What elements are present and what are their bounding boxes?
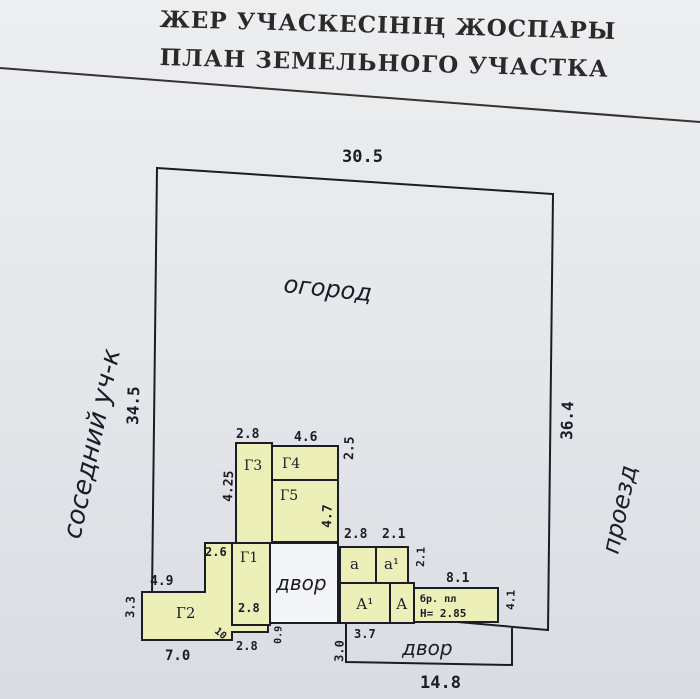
room-A [389, 582, 415, 624]
dim-g5-right: 4.7 [320, 504, 336, 528]
inner-yard [269, 542, 339, 624]
room-label-a: а [350, 555, 359, 573]
room-label-g5: Г5 [280, 488, 298, 504]
room-label-g4: Г4 [282, 456, 300, 472]
dim-annex-right: 4.1 [504, 589, 518, 610]
dim-top-width: 30.5 [342, 147, 383, 167]
yard-boundary [345, 623, 513, 667]
yard-label-outer: двор [401, 636, 453, 660]
dim-a-width: 2.8 [344, 527, 368, 542]
annex-height: Н= 2.85 [420, 607, 466, 620]
room-label-A: А [396, 595, 408, 613]
dim-g2-bottom: 7.0 [165, 648, 190, 664]
dim-left-height: 34.5 [123, 386, 143, 425]
plot-boundary [150, 166, 555, 632]
dim-step-small: 0.9 [273, 626, 285, 644]
room-g2 [141, 542, 269, 641]
yard-label-inner: двор [275, 571, 327, 595]
dim-g1-bottom: 2.8 [238, 601, 260, 615]
neighbor-label: соседний уч-к [58, 346, 128, 542]
annex [413, 587, 499, 623]
dim-g2-left: 3.3 [123, 596, 138, 618]
room-label-g1: Г1 [240, 550, 258, 566]
dim-yard-left: 3.0 [332, 640, 347, 662]
dim-yard-width: 3.7 [354, 627, 376, 641]
dim-g3-width: 2.8 [236, 427, 260, 442]
building-footprint [141, 442, 499, 641]
header-rule [0, 67, 700, 123]
dim-g4-right: 2.5 [342, 436, 358, 460]
annex-text: бр. пл [420, 593, 456, 605]
dim-a1-width: 2.1 [382, 527, 406, 542]
dim-annex-width: 8.1 [446, 571, 470, 586]
dim-g-left-height: 4.25 [221, 470, 237, 502]
room-label-A1: А¹ [356, 595, 373, 613]
driveway-label: проезд [596, 463, 642, 557]
dim-g1-bottom2: 2.8 [236, 639, 258, 653]
room-g4 [271, 445, 339, 481]
room-g5 [271, 479, 339, 543]
room-label-a1: а¹ [384, 555, 399, 573]
dim-g4-width: 4.6 [294, 430, 318, 445]
room-label-g2: Г2 [176, 604, 195, 622]
room-label-g3: Г3 [244, 458, 262, 474]
dim-right-height: 36.4 [557, 401, 577, 440]
dim-a-right-small: 2.1 [414, 546, 428, 567]
room-A1 [339, 582, 391, 624]
garden-label: огород [282, 270, 373, 307]
dim-g2-width: 4.9 [150, 574, 173, 589]
dim-g1-width: 2.6 [205, 545, 227, 559]
dim-bottom-width: 14.8 [420, 673, 461, 693]
